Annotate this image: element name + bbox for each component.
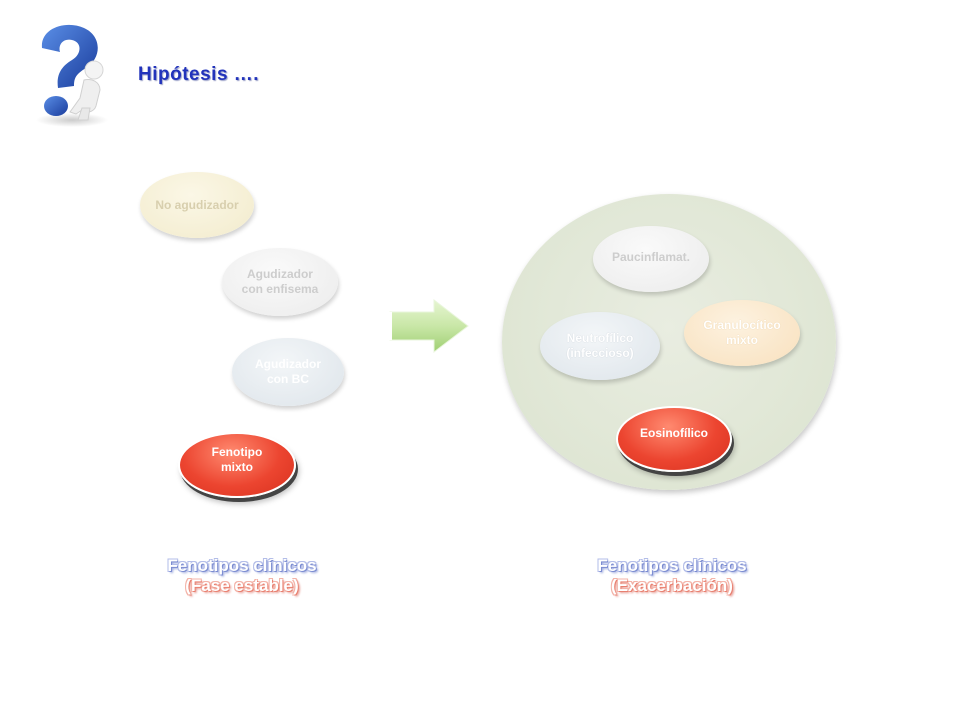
phenotype-paucinflamatorio: Paucinflamat. [593,226,709,292]
phenotype-neutrofilico: Neutrofílico (infeccioso) [540,312,660,380]
phenotype-no-agudizador: No agudizador [140,172,254,238]
caption-exacerbation-line2: (Exacerbación) [611,576,733,595]
phenotype-label: Granulocítico mixto [703,318,781,347]
caption-stable-line2: (Fase estable) [185,576,299,595]
page-title: Hipótesis …. [138,64,260,85]
phenotype-eosinofilico: Eosinofílico [616,406,732,472]
phenotype-granulocitico-mixto: Granulocítico mixto [684,300,800,366]
caption-stable: Fenotipos clínicos (Fase estable) [132,556,352,596]
caption-exacerbation-line1: Fenotipos clínicos [597,556,747,575]
phenotype-fenotipo-mixto: Fenotipo mixto [178,432,296,498]
phenotype-agudizador-bc: Agudizador con BC [232,338,344,406]
question-mark-figure-icon [30,22,110,132]
right-arrow-icon [388,298,470,356]
phenotype-label: Neutrofílico (infeccioso) [566,331,634,360]
phenotype-agudizador-enfisema: Agudizador con enfisema [222,248,338,316]
caption-exacerbation: Fenotipos clínicos (Exacerbación) [562,556,782,596]
caption-stable-line1: Fenotipos clínicos [167,556,317,575]
phenotype-label: Fenotipo mixto [211,445,263,474]
phenotype-label: Agudizador con BC [255,357,321,386]
phenotype-label: Eosinofílico [639,425,708,440]
phenotype-label: Agudizador con enfisema [241,267,319,296]
phenotype-label: Paucinflamat. [611,249,691,264]
phenotype-label: No agudizador [155,197,239,212]
